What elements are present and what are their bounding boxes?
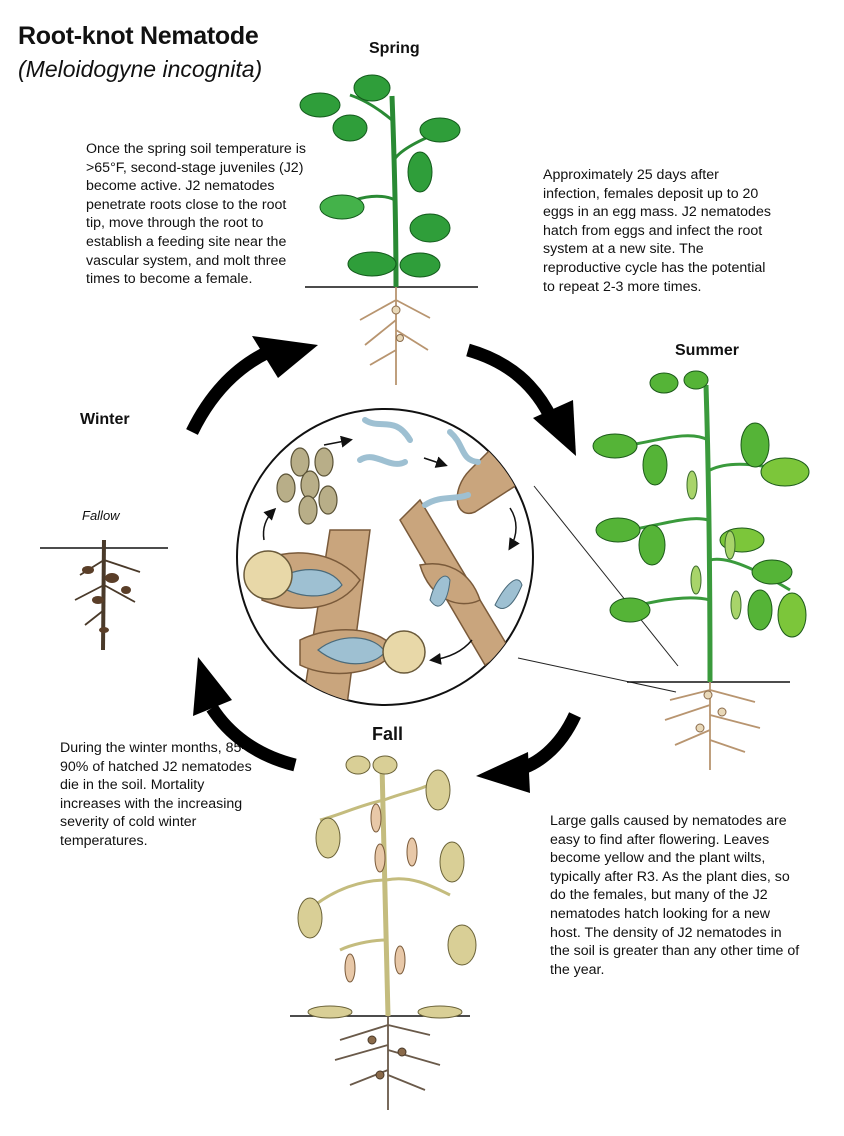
spring-plant [299, 74, 478, 385]
season-label-spring: Spring [369, 40, 420, 57]
summer-plant [592, 370, 810, 770]
diagram-title: Root-knot Nematode [18, 22, 259, 50]
fall-plant [290, 755, 477, 1110]
season-label-winter: Winter [80, 411, 130, 428]
summer-description: Approximately 25 days after infection, f… [543, 167, 771, 295]
fallow-label: Fallow [82, 508, 120, 523]
zoom-line-bottom [517, 657, 677, 693]
cycle-arrow-summer-to-fall [476, 712, 581, 793]
spring-description: Once the spring soil temperature is >65°… [86, 141, 307, 288]
zoom-line-top [533, 485, 679, 667]
season-label-summer: Summer [675, 342, 740, 359]
magnified-root-circle [236, 408, 534, 706]
cycle-arrow-fall-to-winter [193, 657, 297, 772]
cycle-arrow-winter-to-spring [186, 336, 318, 435]
season-label-fall: Fall [372, 724, 404, 744]
winter-description: During the winter months, 85-90% of hatc… [60, 740, 252, 849]
cycle-arrow-spring-to-summer [466, 343, 576, 456]
diagram-subtitle: (Meloidogyne incognita) [18, 56, 263, 82]
winter-fallow-root [40, 539, 168, 651]
fall-description: Large galls caused by nematodes are easy… [550, 813, 800, 978]
